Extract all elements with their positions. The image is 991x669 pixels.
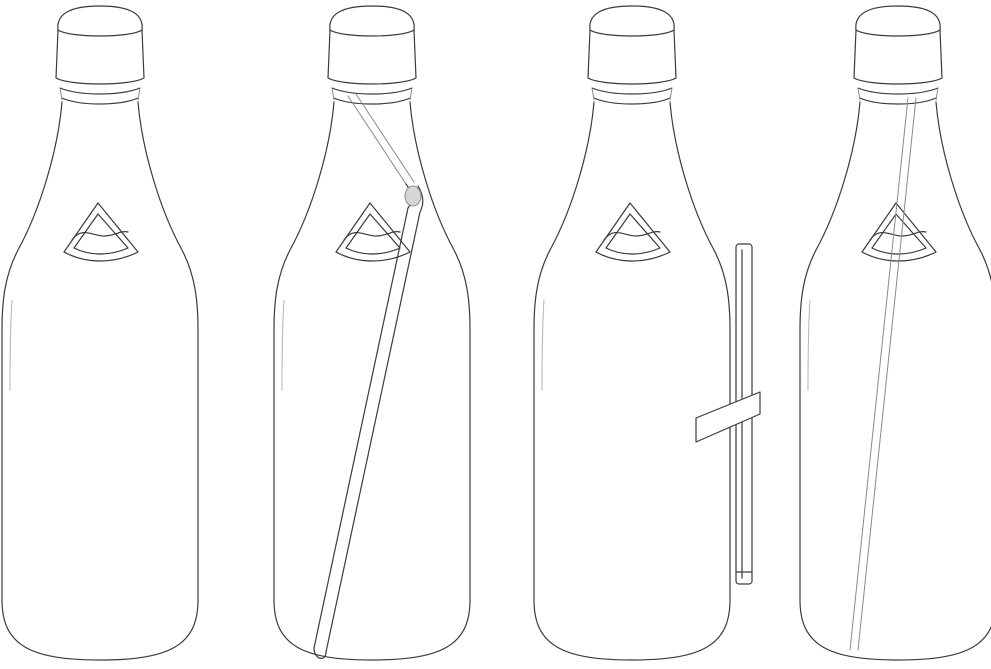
- bottle-with-diagonal-straw: [274, 6, 470, 660]
- straw-inside-vertical: [850, 98, 916, 650]
- bottle-plain: [2, 6, 198, 660]
- bottle-with-outside-straw: [534, 6, 760, 660]
- bottle-with-vertical-straw: [800, 6, 991, 660]
- tape-strip: [696, 392, 760, 442]
- straw-inside-diagonal: [314, 94, 423, 658]
